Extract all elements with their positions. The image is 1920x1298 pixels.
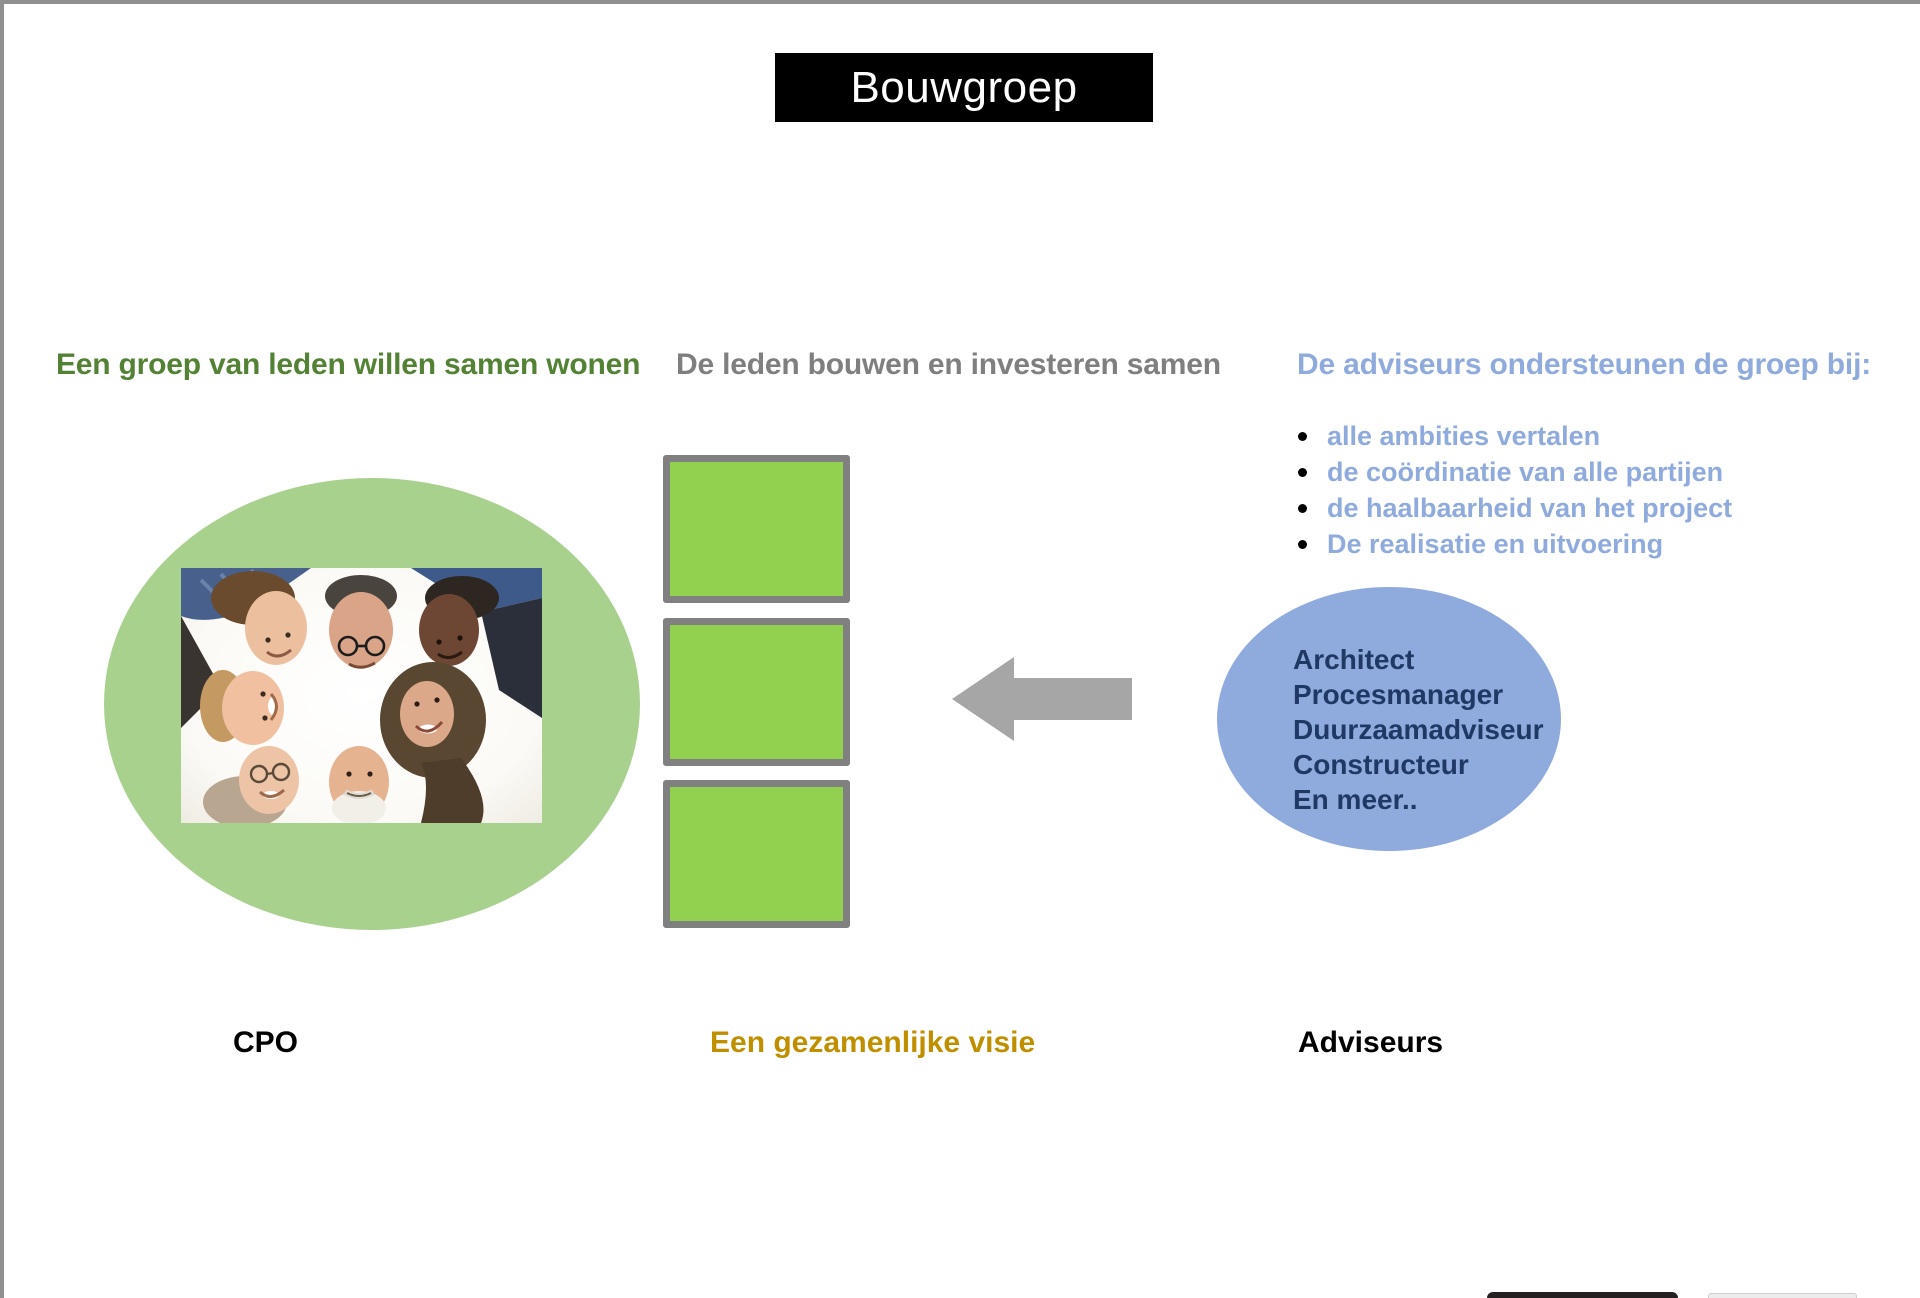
bullet-dot-icon <box>1298 431 1307 441</box>
green-square-2 <box>663 618 850 766</box>
green-square-3 <box>663 780 850 928</box>
bullet-dot-icon <box>1298 503 1307 513</box>
right-column-heading: De adviseurs ondersteunen de groep bij: <box>1297 348 1871 381</box>
list-item: De realisatie en uitvoering <box>1298 526 1732 562</box>
adviseur-role: En meer.. <box>1293 784 1418 815</box>
green-square-1 <box>663 455 850 603</box>
left-column-label: CPO <box>233 1026 299 1059</box>
adviseur-role: Constructeur <box>1293 749 1469 780</box>
window-left-border <box>0 0 4 1298</box>
group-huddle-photo <box>181 568 542 823</box>
list-item: de haalbaarheid van het project <box>1298 490 1732 526</box>
list-item: alle ambities vertalen <box>1298 418 1732 454</box>
adviseurs-bullet-list: alle ambities vertalen de coördinatie va… <box>1298 418 1732 562</box>
list-item: de coördinatie van alle partijen <box>1298 454 1732 490</box>
bullet-dot-icon <box>1298 467 1307 477</box>
adviseur-role: Architect <box>1293 644 1415 675</box>
bullet-dot-icon <box>1298 539 1307 549</box>
group-huddle-illustration <box>181 568 542 823</box>
middle-column-heading: De leden bouwen en investeren samen <box>676 348 1221 381</box>
partial-light-button[interactable] <box>1708 1293 1857 1298</box>
right-column-label: Adviseurs <box>1298 1026 1444 1059</box>
left-column-heading: Een groep van leden willen samen wonen <box>56 348 641 381</box>
adviseur-role: Procesmanager <box>1293 679 1504 710</box>
partial-dark-button[interactable] <box>1487 1292 1678 1298</box>
adviseurs-ellipse <box>1217 587 1561 851</box>
slide-title: Bouwgroep <box>850 62 1078 112</box>
slide-title-box: Bouwgroep <box>775 53 1153 122</box>
adviseur-role: Duurzaamadviseur <box>1293 714 1544 745</box>
left-arrow-icon <box>952 657 1132 741</box>
middle-column-label: Een gezamenlijke visie <box>710 1026 1036 1059</box>
adviseurs-ellipse-text: Architect Procesmanager Duurzaamadviseur… <box>1293 642 1544 817</box>
window-top-border <box>0 0 1920 4</box>
